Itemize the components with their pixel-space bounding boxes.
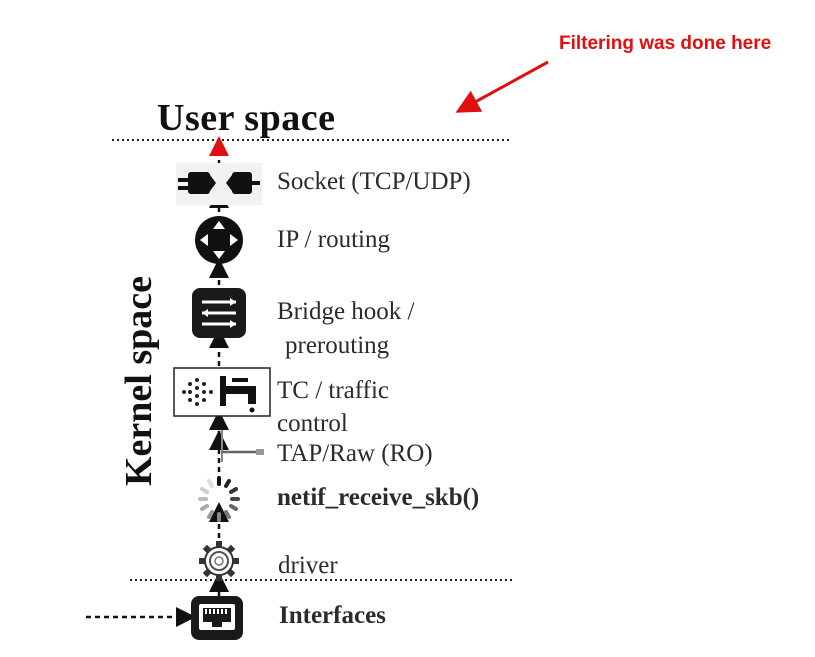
spinner-icon	[198, 476, 240, 522]
router-icon	[195, 216, 243, 264]
tap-filter-icon	[173, 367, 271, 417]
prerouting-label: prerouting	[285, 332, 390, 359]
bridge-hook-label: Bridge hook /	[277, 298, 415, 325]
traffic-control-label: control	[277, 410, 348, 437]
tap-probe-icon	[221, 430, 264, 462]
driver-label: driver	[278, 552, 338, 579]
ethernet-port-icon	[191, 596, 243, 640]
annotation-arrow	[455, 60, 549, 113]
annotation-text: Filtering was done here	[559, 33, 772, 54]
interfaces-label: Interfaces	[279, 602, 386, 629]
tap-raw-label: TAP/Raw (RO)	[277, 440, 433, 467]
netif-receive-label: netif_receive_skb()	[277, 484, 480, 511]
bridge-switch-icon	[192, 288, 246, 338]
ip-routing-label: IP / routing	[277, 226, 390, 253]
plug-socket-icon	[176, 163, 262, 205]
gear-icon	[199, 541, 239, 581]
user-space-label: User space	[157, 97, 336, 139]
tc-label: TC / traffic	[277, 377, 389, 404]
socket-label: Socket (TCP/UDP)	[277, 168, 471, 195]
